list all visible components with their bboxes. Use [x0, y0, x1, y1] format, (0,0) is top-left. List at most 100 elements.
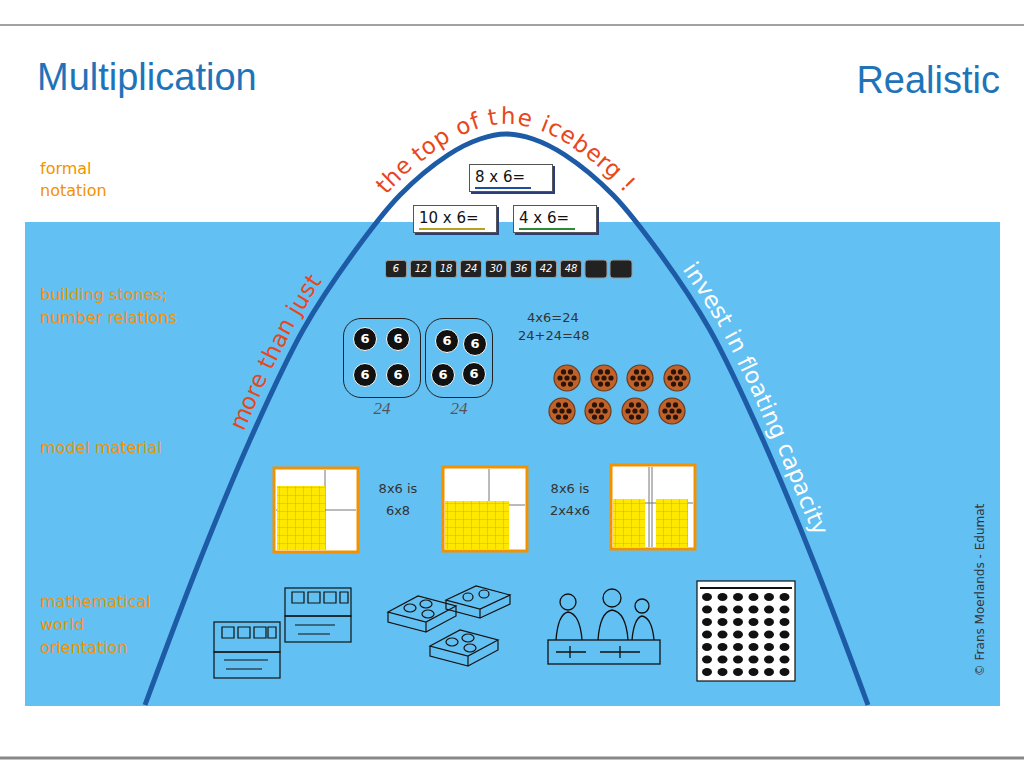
counter-dot: 6: [463, 332, 487, 356]
node-text: 6: [464, 333, 486, 354]
unit-grid: [445, 501, 509, 549]
unit-grid: [613, 499, 645, 547]
model-squares: [274, 465, 695, 552]
bead: [557, 375, 562, 380]
bead: [641, 369, 646, 374]
picture-icon: [718, 606, 728, 614]
drawing-part: [285, 616, 351, 642]
bead-group: [591, 365, 617, 391]
picture-icon: [733, 631, 743, 639]
picture-icon: [718, 618, 728, 626]
node-text: 6: [387, 328, 409, 349]
bead: [559, 408, 564, 413]
picture-icon: [749, 643, 759, 651]
unit-grid: [656, 499, 688, 547]
divider: [276, 470, 356, 550]
subtitle: Realistic: [800, 56, 1000, 104]
bead: [630, 375, 635, 380]
bead: [605, 369, 610, 374]
node-text: 24: [461, 261, 481, 277]
picture-icon: [764, 668, 774, 676]
node-text: 36: [511, 261, 531, 277]
picture-icon: [749, 656, 759, 664]
level-label: mathematical world orientation: [40, 590, 175, 659]
picture-icon: [780, 631, 790, 639]
drawing-part: [463, 593, 473, 601]
bead: [625, 408, 630, 413]
node-text: 6: [432, 364, 454, 385]
bead: [566, 408, 571, 413]
bead: [552, 408, 557, 413]
area-model: [274, 468, 358, 552]
node-text: 18: [436, 261, 456, 277]
picture-icon: [702, 593, 712, 601]
formula-box: 4 x 6=: [513, 205, 597, 233]
drawing-part: [548, 640, 660, 664]
drawing-part: [556, 612, 582, 640]
bead: [592, 414, 597, 419]
bead: [629, 414, 634, 419]
bead: [561, 369, 566, 374]
bead: [598, 369, 603, 374]
formula-box: 8 x 6=: [469, 164, 553, 192]
number-cell: 6: [385, 260, 407, 278]
picture-icon: [718, 593, 728, 601]
arc-letter: h: [500, 104, 515, 127]
bead: [568, 369, 573, 374]
group-outline: 666624: [343, 318, 421, 398]
picture-icon: [749, 618, 759, 626]
picture-icon: [702, 668, 712, 676]
bead: [595, 408, 600, 413]
people-sketch: [548, 589, 660, 664]
node-text: 6: [354, 328, 376, 349]
counter-dot: 6: [353, 363, 377, 387]
copyright-note: © Frans Moerlands - Edumat: [973, 504, 987, 677]
picture-icon: [764, 618, 774, 626]
node-text: 6: [436, 330, 458, 351]
drawing-part: [598, 610, 628, 640]
bead-group: [664, 365, 690, 391]
bead: [599, 402, 604, 407]
picture-icon: [718, 643, 728, 651]
bead-group: [585, 398, 611, 424]
drawing-part: [560, 594, 576, 610]
bead: [564, 375, 569, 380]
picture-icon: [733, 668, 743, 676]
bead: [634, 381, 639, 386]
bead-group: [659, 398, 685, 424]
bead: [568, 381, 573, 386]
bead-group: [627, 365, 653, 391]
bead: [678, 381, 683, 386]
bead: [641, 381, 646, 386]
area-model: [443, 467, 527, 551]
bead: [599, 414, 604, 419]
picture-icon: [702, 631, 712, 639]
blank-cell: [585, 260, 607, 278]
picture-icon: [733, 643, 743, 651]
bead: [669, 408, 674, 413]
bead: [637, 375, 642, 380]
bead: [666, 402, 671, 407]
picture-icon: [780, 593, 790, 601]
number-cell: 42: [535, 260, 557, 278]
picture-icon: [702, 643, 712, 651]
picture-icon: [764, 631, 774, 639]
drawing-part: [420, 600, 432, 608]
drawing-part: [632, 616, 654, 640]
bead-group: [549, 398, 575, 424]
drawing-part: [214, 652, 280, 678]
picture-icon: [780, 668, 790, 676]
bead: [588, 408, 593, 413]
drawing-part: [446, 586, 510, 618]
group-total: 24: [344, 400, 420, 418]
bead-group: [622, 398, 648, 424]
picture-icon: [749, 668, 759, 676]
drawing-part: [404, 604, 416, 612]
bead: [671, 381, 676, 386]
number-cell: 12: [410, 260, 432, 278]
picture-icon: [780, 606, 790, 614]
drawing-part: [556, 646, 640, 658]
arc-letter: e: [516, 105, 535, 131]
bead: [666, 414, 671, 419]
group-total: 24: [426, 400, 492, 418]
